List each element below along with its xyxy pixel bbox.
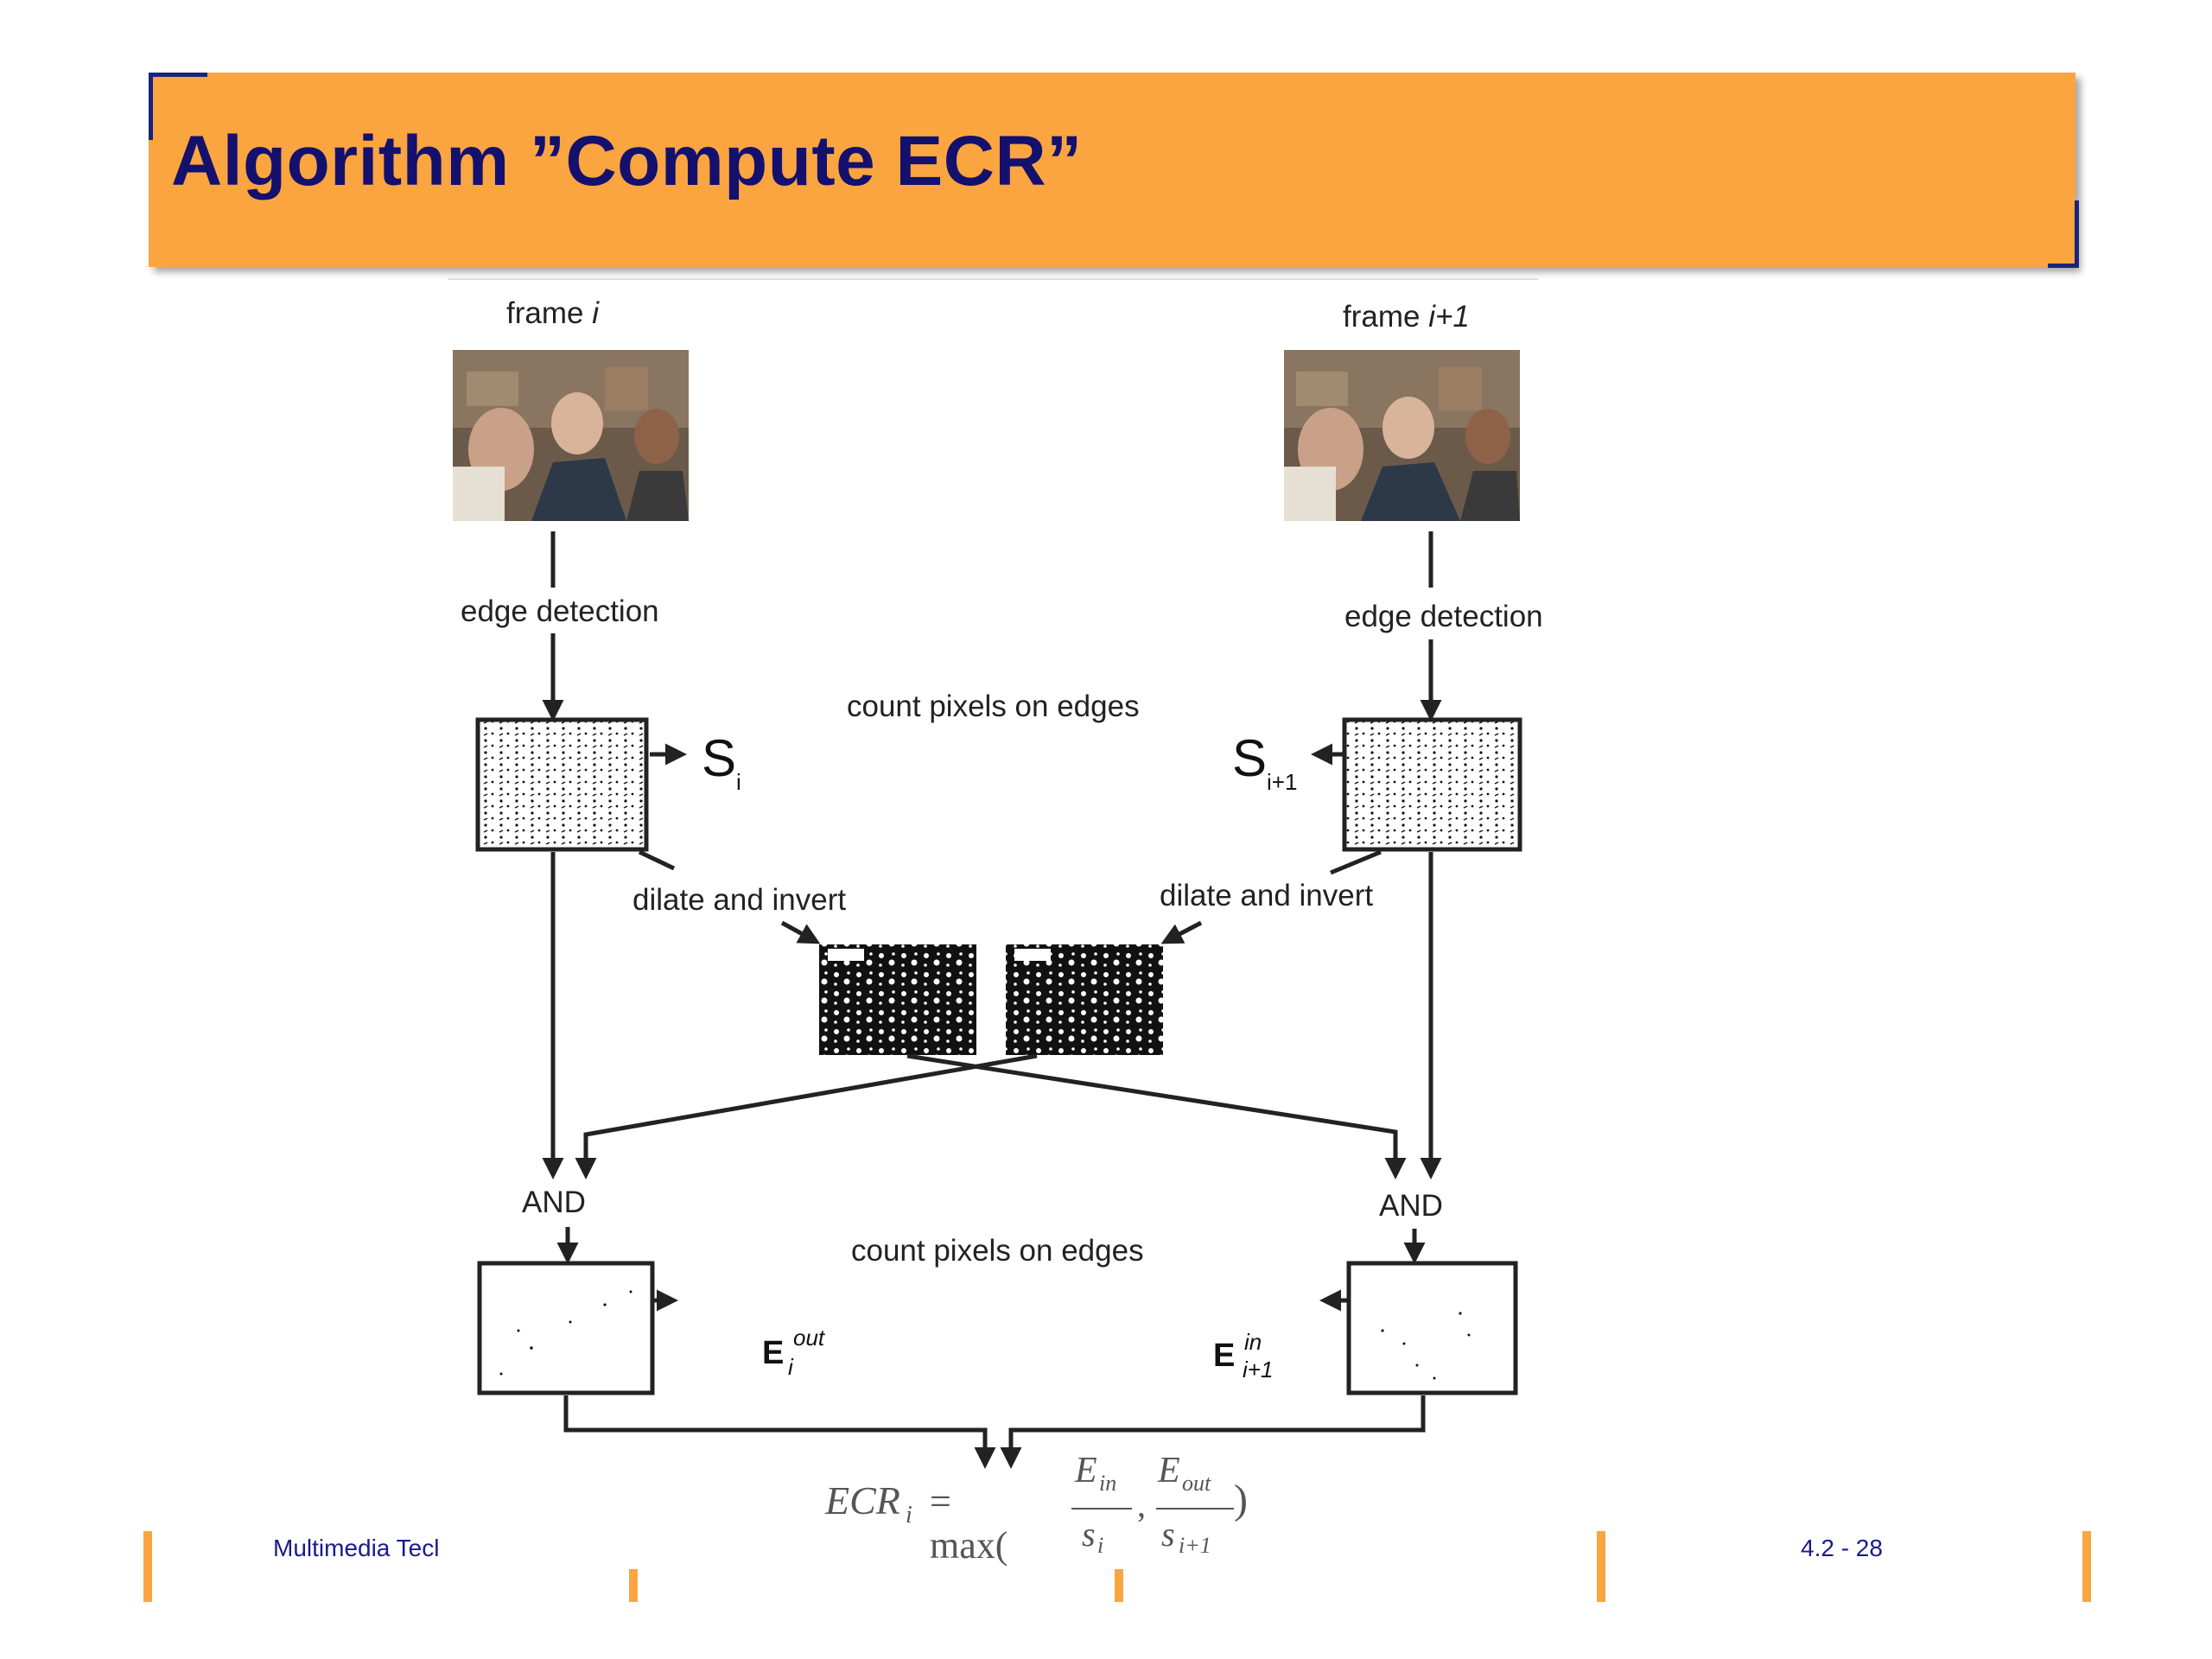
footer-accent-bar — [1597, 1531, 1605, 1602]
dilated-map-right — [1006, 944, 1163, 1055]
footer-accent-bar — [629, 1569, 638, 1602]
s-i-plus-1-label: Si+1 — [1232, 729, 1298, 795]
edge-map-right — [1342, 717, 1522, 852]
footer-accent-bar — [2082, 1531, 2091, 1602]
e-in-label: E in i+1 — [1213, 1329, 1274, 1382]
edge-map-left — [475, 717, 649, 852]
dilate-invert-left-label: dilate and invert — [632, 883, 847, 917]
title-corner-decoration — [149, 73, 207, 140]
slide-title: Algorithm ”Compute ECR” — [171, 122, 1083, 200]
count-pixels-top-label: count pixels on edges — [847, 690, 1140, 723]
and-right-label: AND — [1379, 1189, 1443, 1223]
dilate-invert-right-label: dilate and invert — [1160, 879, 1374, 912]
footer-accent-bar — [1115, 1569, 1123, 1602]
title-corner-decoration — [2048, 200, 2079, 268]
e-out-label: E out i — [762, 1325, 825, 1380]
footer-accent-bar — [143, 1531, 152, 1602]
footer-left-text: Multimedia Tecl — [273, 1535, 440, 1561]
title-bar — [149, 73, 2075, 267]
frame-right-label: frame i+1 — [1343, 300, 1470, 334]
footer-page-number: 4.2 - 28 — [1801, 1535, 1883, 1561]
and-result-left — [477, 1261, 655, 1395]
frame-left-image — [453, 350, 689, 521]
edge-detection-left-label: edge detection — [461, 594, 659, 628]
frame-left-label: frame i — [506, 296, 599, 330]
edge-detection-right-label: edge detection — [1344, 600, 1543, 633]
frame-right-image — [1284, 350, 1520, 521]
dilated-map-left — [819, 944, 976, 1055]
count-pixels-bottom-label: count pixels on edges — [851, 1234, 1144, 1268]
and-left-label: AND — [522, 1185, 586, 1219]
and-result-right — [1346, 1261, 1518, 1395]
s-i-label: Si — [702, 729, 741, 795]
